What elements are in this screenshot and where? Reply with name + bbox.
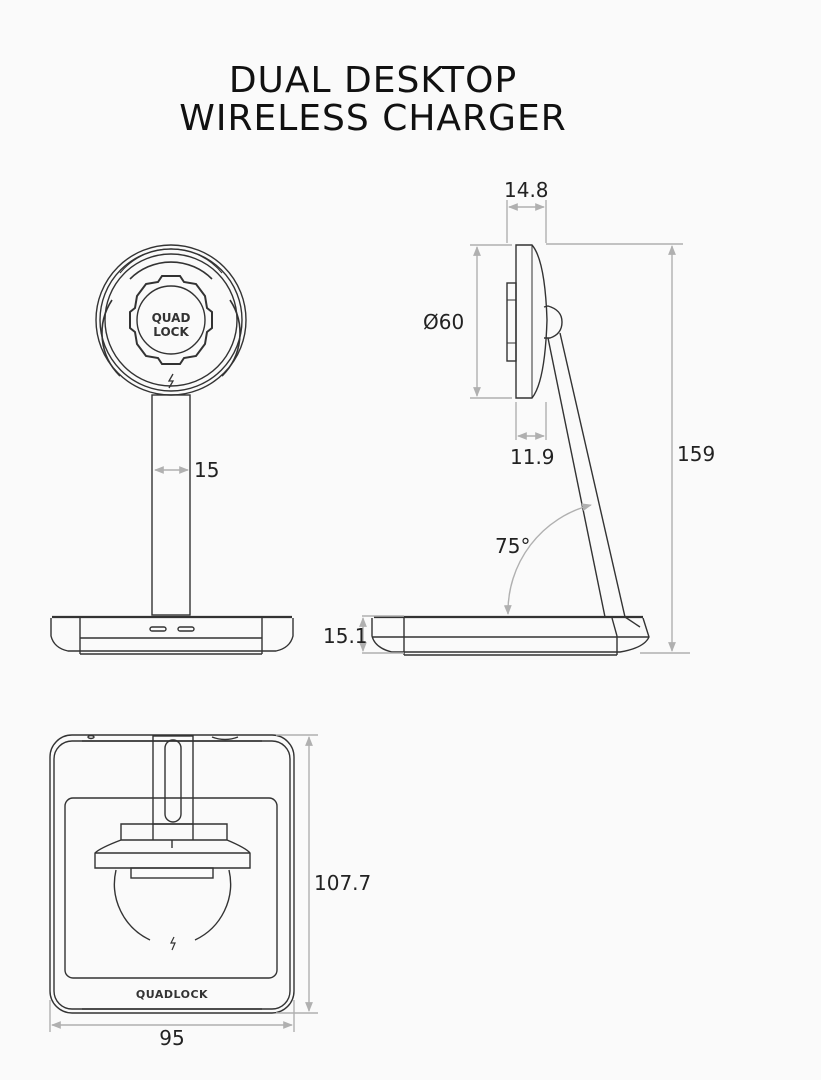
head-diameter-label: Ø60 [423, 310, 464, 334]
front-charging-bolt-icon [167, 373, 175, 389]
page-title: DUAL DESKTOP WIRELESS CHARGER [0, 62, 746, 138]
top-brand-label: QUADLOCK [136, 988, 208, 1001]
title-line-1: DUAL DESKTOP [228, 60, 518, 101]
top-head [94, 839, 251, 869]
stem-width-label: 15 [194, 458, 219, 482]
side-view [371, 244, 650, 656]
top-coil-arc-left [113, 869, 151, 941]
top-dimensions [49, 734, 318, 1032]
top-charging-pad [64, 797, 278, 979]
front-view: QUAD LOCK [50, 244, 294, 655]
front-head [95, 244, 247, 396]
head-thickness-label: 14.8 [504, 178, 549, 202]
front-stem [151, 394, 191, 616]
side-base [371, 615, 650, 656]
base-height-label: 15.1 [323, 624, 368, 648]
stem-width-dimension: 15 [154, 458, 219, 482]
total-height-label: 159 [677, 442, 715, 466]
title-line-2: WIRELESS CHARGER [179, 98, 567, 139]
front-logo-top: QUAD [152, 311, 191, 325]
angle-label: 75° [495, 534, 530, 558]
head-body-label: 11.9 [510, 445, 555, 469]
top-view [49, 734, 295, 1014]
top-coil-arc-right [194, 869, 232, 941]
front-logo-bottom: LOCK [153, 325, 189, 339]
width-label: 95 [159, 1026, 184, 1050]
side-arm-left [547, 337, 606, 618]
side-hinge [543, 305, 563, 339]
depth-label: 107.7 [314, 871, 371, 895]
side-dimensions [359, 200, 690, 654]
side-head [515, 244, 548, 399]
top-charging-bolt-icon [170, 936, 176, 951]
top-base-outline [49, 734, 295, 1014]
front-base [50, 615, 294, 655]
